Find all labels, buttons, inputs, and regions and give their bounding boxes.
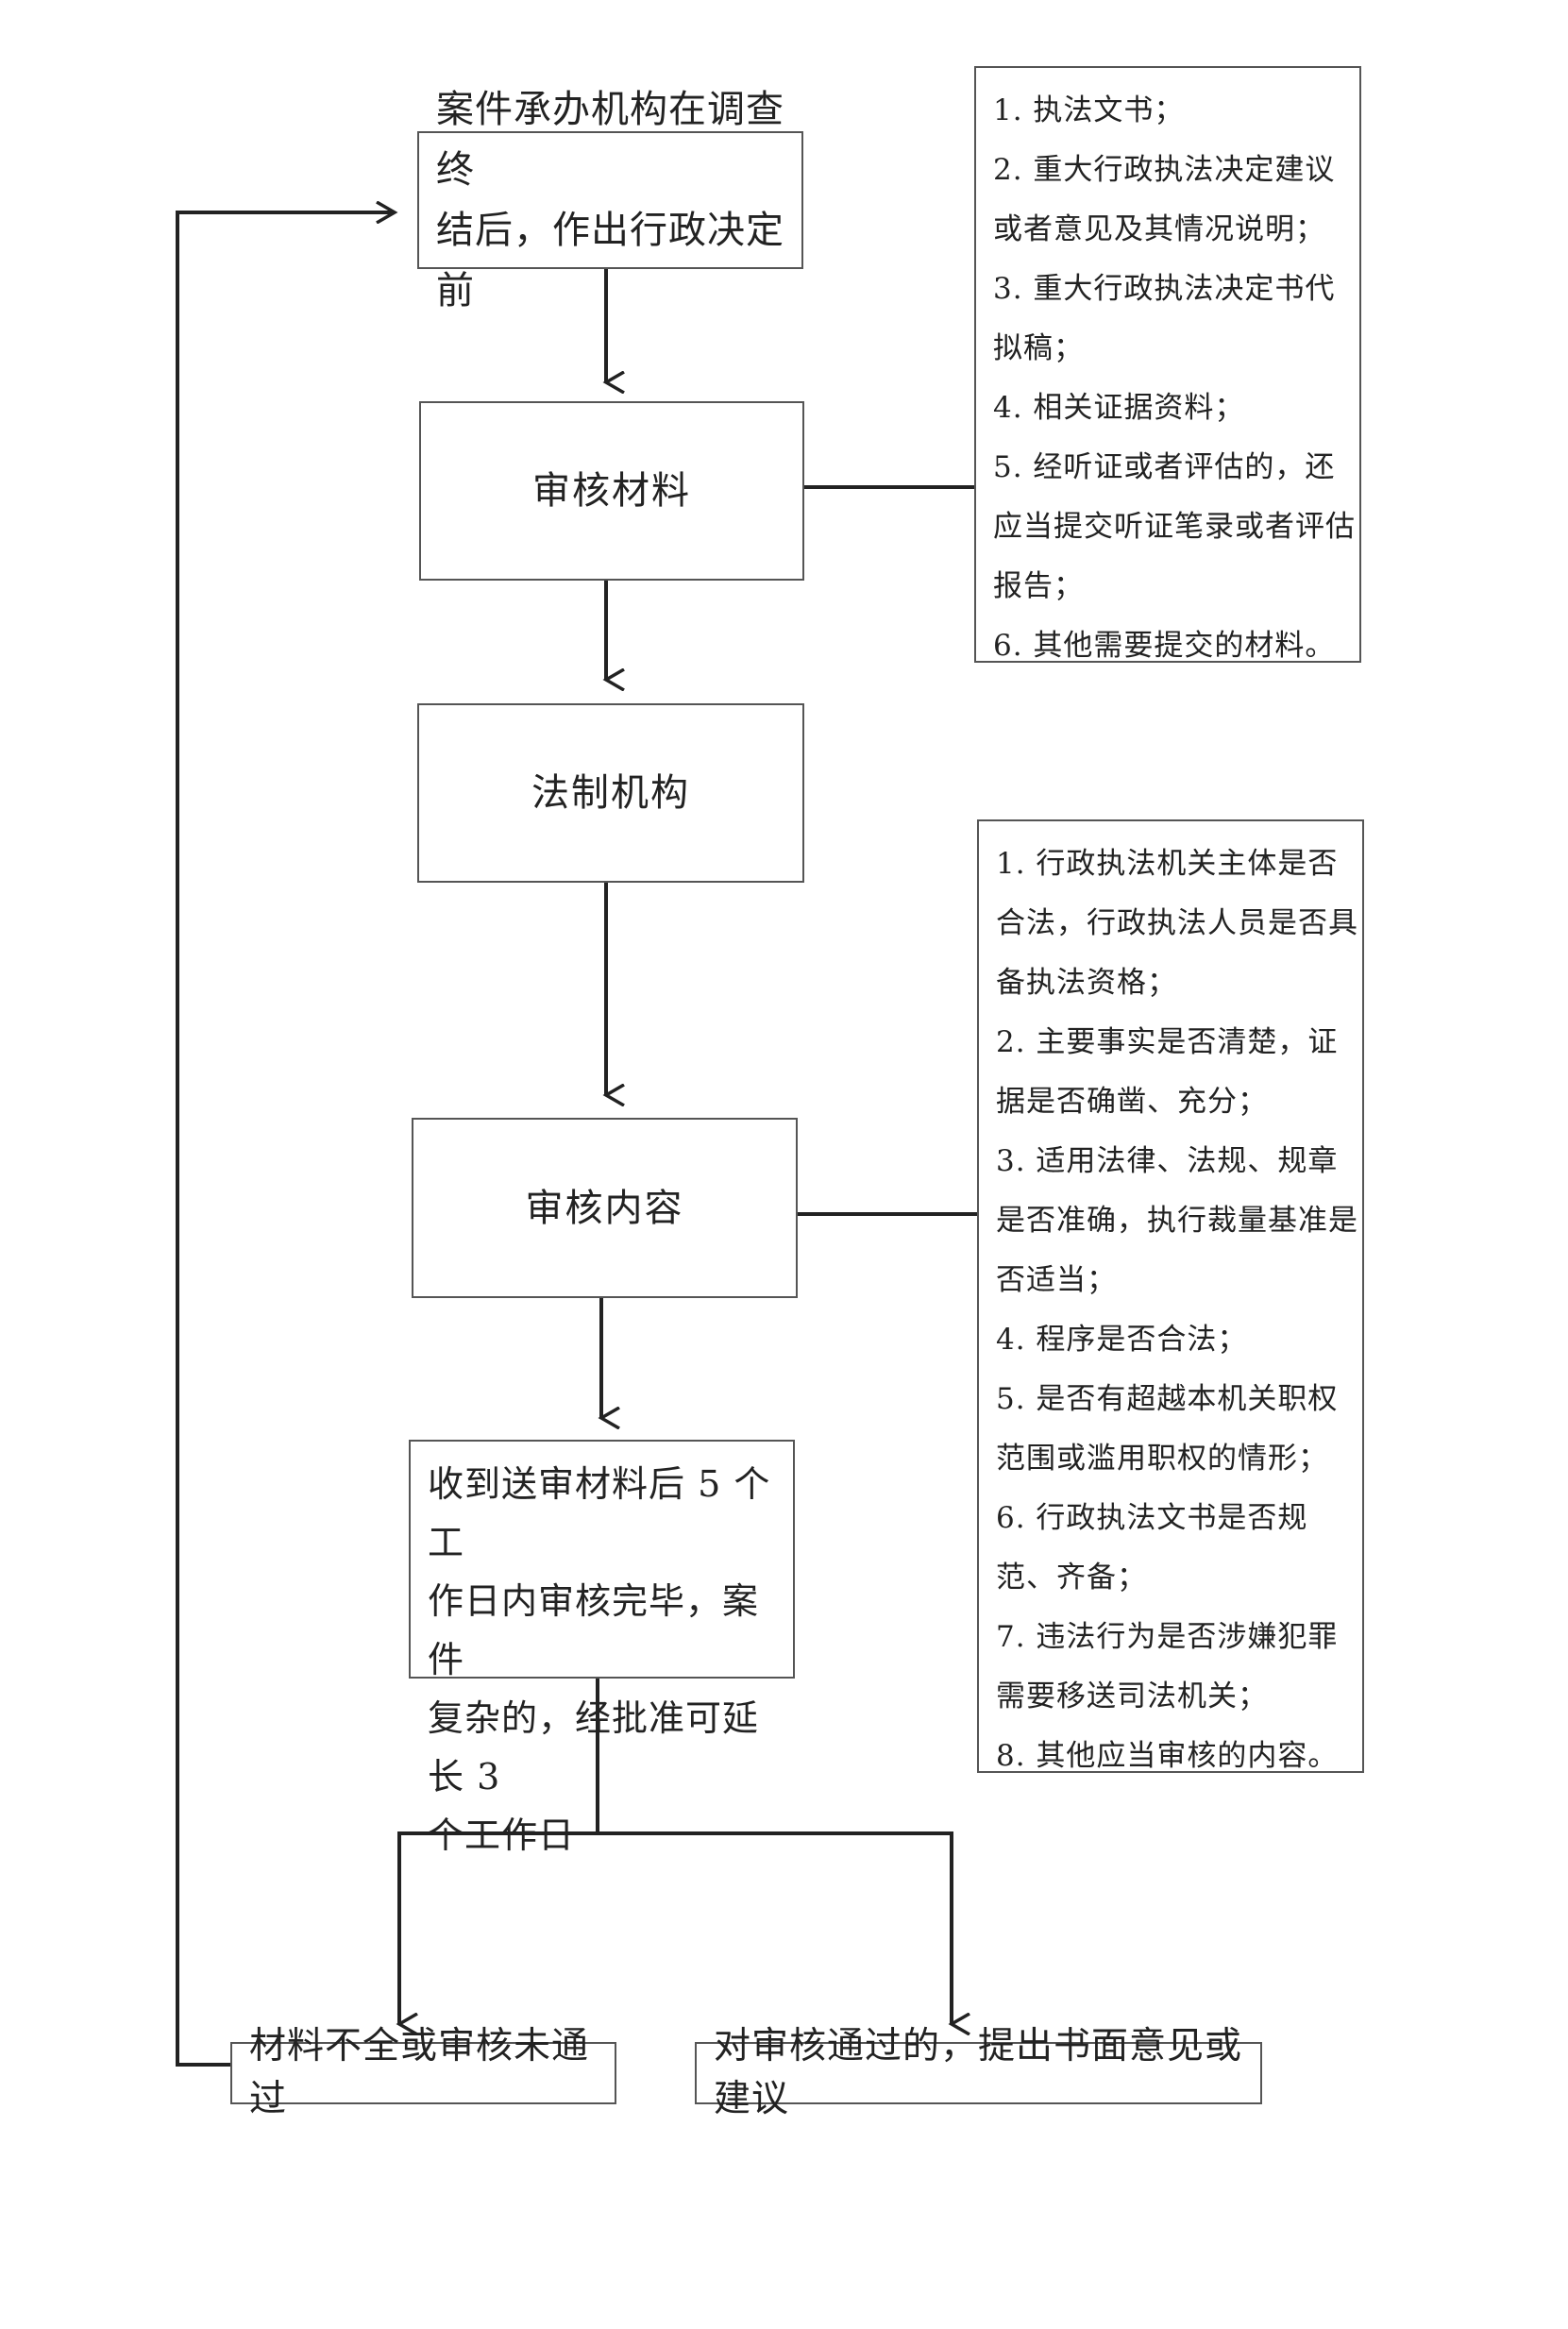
materials-item-2a: 2. 重大行政执法决定建议: [993, 153, 1336, 187]
content-item-3a: 3. 适用法律、法规、规章: [996, 1144, 1339, 1178]
content-item-6b: 范、齐备；: [996, 1561, 1147, 1595]
start-line-1: 案件承办机构在调查终: [436, 88, 784, 192]
start-line-2: 结后，作出行政决定前: [436, 209, 784, 312]
timeline-node: 收到送审材料后 5 个工 作日内审核完毕，案件 复杂的，经批准可延长 3 个工作…: [409, 1440, 795, 1856]
outcome-fail-label: 材料不全或审核未通过: [249, 2025, 590, 2120]
materials-item-3a: 3. 重大行政执法决定书代: [993, 272, 1336, 306]
start-node: 案件承办机构在调查终 结后，作出行政决定前: [417, 88, 803, 312]
legal-office-node: 法制机构: [417, 703, 804, 883]
content-item-6a: 6. 行政执法文书是否规: [996, 1501, 1308, 1535]
materials-item-5a: 5. 经听证或者评估的，还: [993, 450, 1336, 484]
materials-item-5b: 应当提交听证笔录或者评估: [993, 510, 1356, 544]
content-item-3c: 否适当；: [996, 1263, 1117, 1297]
materials-item-5c: 报告；: [993, 569, 1084, 603]
content-item-1b: 合法，行政执法人员是否具: [996, 906, 1358, 940]
review-content-label: 审核内容: [525, 1186, 684, 1230]
loop-back-arrow: [176, 212, 395, 2067]
content-item-8: 8. 其他应当审核的内容。: [996, 1739, 1339, 1773]
outcome-pass-label: 对审核通过的，提出书面意见或建议: [714, 2025, 1243, 2120]
timeline-line-3: 复杂的，经批准可延长 3: [428, 1697, 760, 1797]
timeline-line-2: 作日内审核完毕，案件: [428, 1580, 760, 1680]
content-item-5b: 范围或滥用职权的情形；: [996, 1442, 1328, 1476]
content-item-1a: 1. 行政执法机关主体是否: [996, 847, 1339, 881]
content-item-2a: 2. 主要事实是否清楚，证: [996, 1025, 1339, 1059]
materials-item-4: 4. 相关证据资料；: [993, 391, 1245, 425]
legal-office-label: 法制机构: [531, 771, 690, 815]
timeline-line-1: 收到送审材料后 5 个工: [428, 1463, 771, 1563]
connector-timeline-split: [399, 1679, 599, 2024]
content-item-7b: 需要移送司法机关；: [996, 1679, 1268, 1713]
content-item-5a: 5. 是否有超越本机关职权: [996, 1382, 1339, 1416]
materials-item-1: 1. 执法文书；: [993, 93, 1185, 127]
connector-timeline-to-pass: [598, 1831, 952, 2024]
materials-item-6: 6. 其他需要提交的材料。: [993, 629, 1336, 663]
content-item-2b: 据是否确凿、充分；: [996, 1085, 1268, 1119]
review-content-node: 审核内容: [412, 1118, 798, 1298]
content-item-1c: 备执法资格；: [996, 966, 1177, 1000]
outcome-fail-node: 材料不全或审核未通过: [230, 2025, 616, 2120]
review-materials-node: 审核材料: [419, 401, 804, 581]
content-list-box: 1. 行政执法机关主体是否 合法，行政执法人员是否具 备执法资格； 2. 主要事…: [977, 819, 1364, 1773]
review-materials-label: 审核材料: [532, 469, 691, 513]
materials-list-box: 1. 执法文书； 2. 重大行政执法决定建议 或者意见及其情况说明； 3. 重大…: [974, 66, 1361, 663]
timeline-line-4: 个工作日: [428, 1814, 576, 1856]
content-item-7a: 7. 违法行为是否涉嫌犯罪: [996, 1620, 1339, 1654]
materials-item-2b: 或者意见及其情况说明；: [993, 212, 1325, 246]
materials-item-3b: 拟稿；: [993, 331, 1084, 365]
outcome-pass-node: 对审核通过的，提出书面意见或建议: [695, 2025, 1262, 2120]
content-item-3b: 是否准确，执行裁量基准是: [996, 1204, 1358, 1238]
content-item-4: 4. 程序是否合法；: [996, 1323, 1248, 1357]
